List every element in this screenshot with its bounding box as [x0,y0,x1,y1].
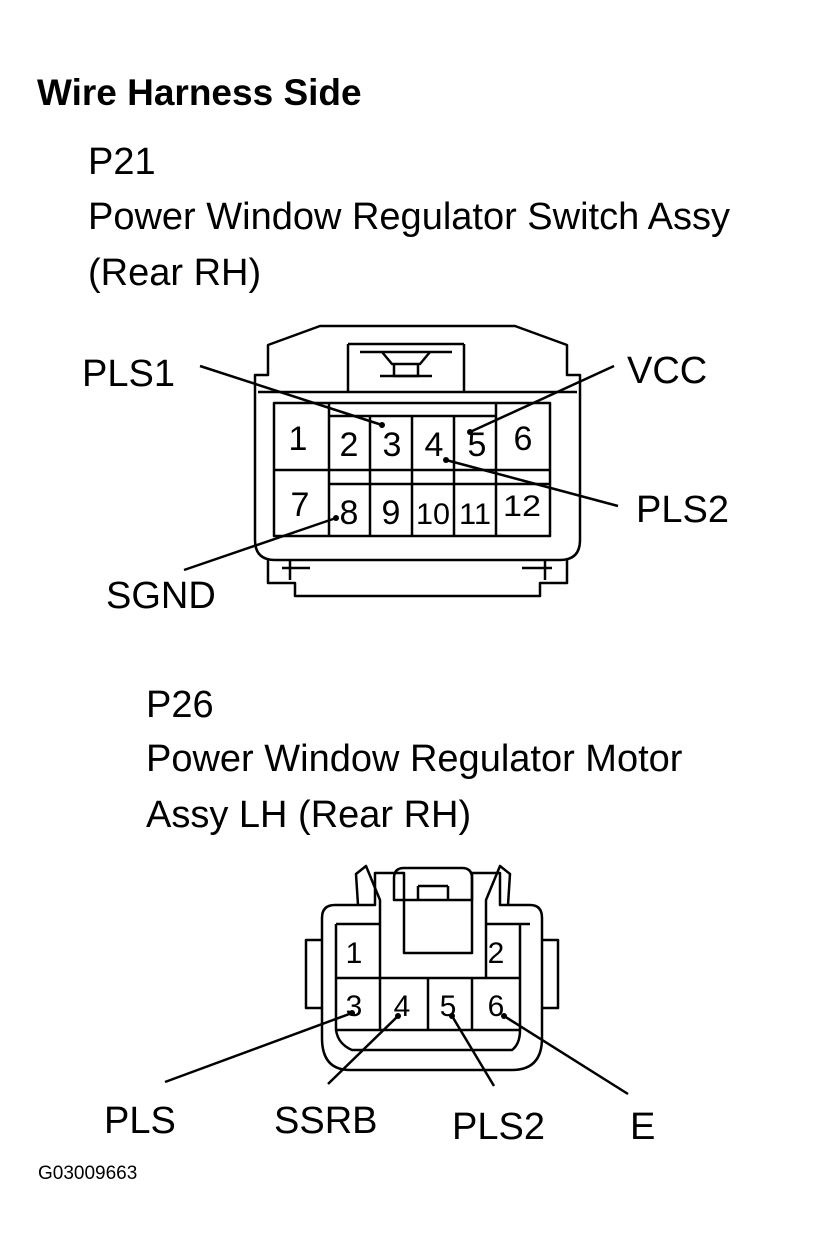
p26-pin-2: 2 [488,937,505,970]
p26-pls-dot [349,1010,355,1016]
p21-pin-5: 5 [468,426,487,464]
p21-pin-7: 7 [291,486,310,524]
p26-pin-3: 3 [346,990,363,1023]
p26-ssrb-leader [327,1015,399,1085]
p26-e-leader [503,1014,629,1096]
p21-pin-3: 3 [383,426,402,464]
p21-pls2-dot [443,457,449,463]
p26-pls2-leader [450,1015,496,1087]
p26-e-dot [501,1013,507,1019]
p21-label-vcc: VCC [627,350,707,392]
p21-connector-code: P21 [88,141,156,183]
p26-connector-position: Assy LH (Rear RH) [146,794,472,836]
p26-connector-body [304,864,560,1072]
p21-pls1-leader [199,364,383,427]
p26-pin-4: 4 [394,990,411,1023]
p21-label-pls2: PLS2 [636,489,729,531]
p26-label-e: E [630,1106,655,1148]
p21-pin-11: 11 [459,498,491,531]
p21-pin-4: 4 [425,426,444,464]
p21-pin-1: 1 [289,420,308,458]
p21-pin-12: 12 [503,490,541,523]
p21-label-sgnd: SGND [106,575,216,617]
p21-vcc-dot [467,429,473,435]
p21-connector-body [253,324,582,598]
p21-pin-9: 9 [382,494,401,532]
page-heading: Wire Harness Side [37,72,362,113]
p21-sgnd-leader [183,516,337,572]
p21-pin-8: 8 [340,494,359,532]
p26-pls2-dot [449,1013,455,1019]
p26-pin-1: 1 [346,937,363,970]
p21-pin-10: 10 [416,498,450,531]
p21-pin-6: 6 [514,420,533,458]
p21-pls1-dot [379,422,385,428]
p21-sgnd-dot [333,515,339,521]
p26-label-ssrb: SSRB [274,1100,377,1142]
p21-vcc-leader [469,364,615,434]
p26-ssrb-dot [395,1013,401,1019]
p26-pin-6: 6 [488,990,505,1023]
p21-pls2-leader [445,458,619,508]
p21-connector-position: (Rear RH) [88,252,262,294]
p21-pin-2: 2 [340,426,359,464]
p26-connector-code: P26 [146,684,214,726]
p26-connector-name: Power Window Regulator Motor [146,738,683,780]
p26-label-pls2: PLS2 [452,1106,545,1148]
p26-pls-leader [164,1011,353,1084]
p21-label-pls1: PLS1 [82,353,175,395]
p26-label-pls: PLS [104,1100,176,1142]
figure-code: G03009663 [38,1163,138,1184]
p21-connector-name: Power Window Regulator Switch Assy [88,196,731,238]
p26-pin-5: 5 [440,990,457,1023]
